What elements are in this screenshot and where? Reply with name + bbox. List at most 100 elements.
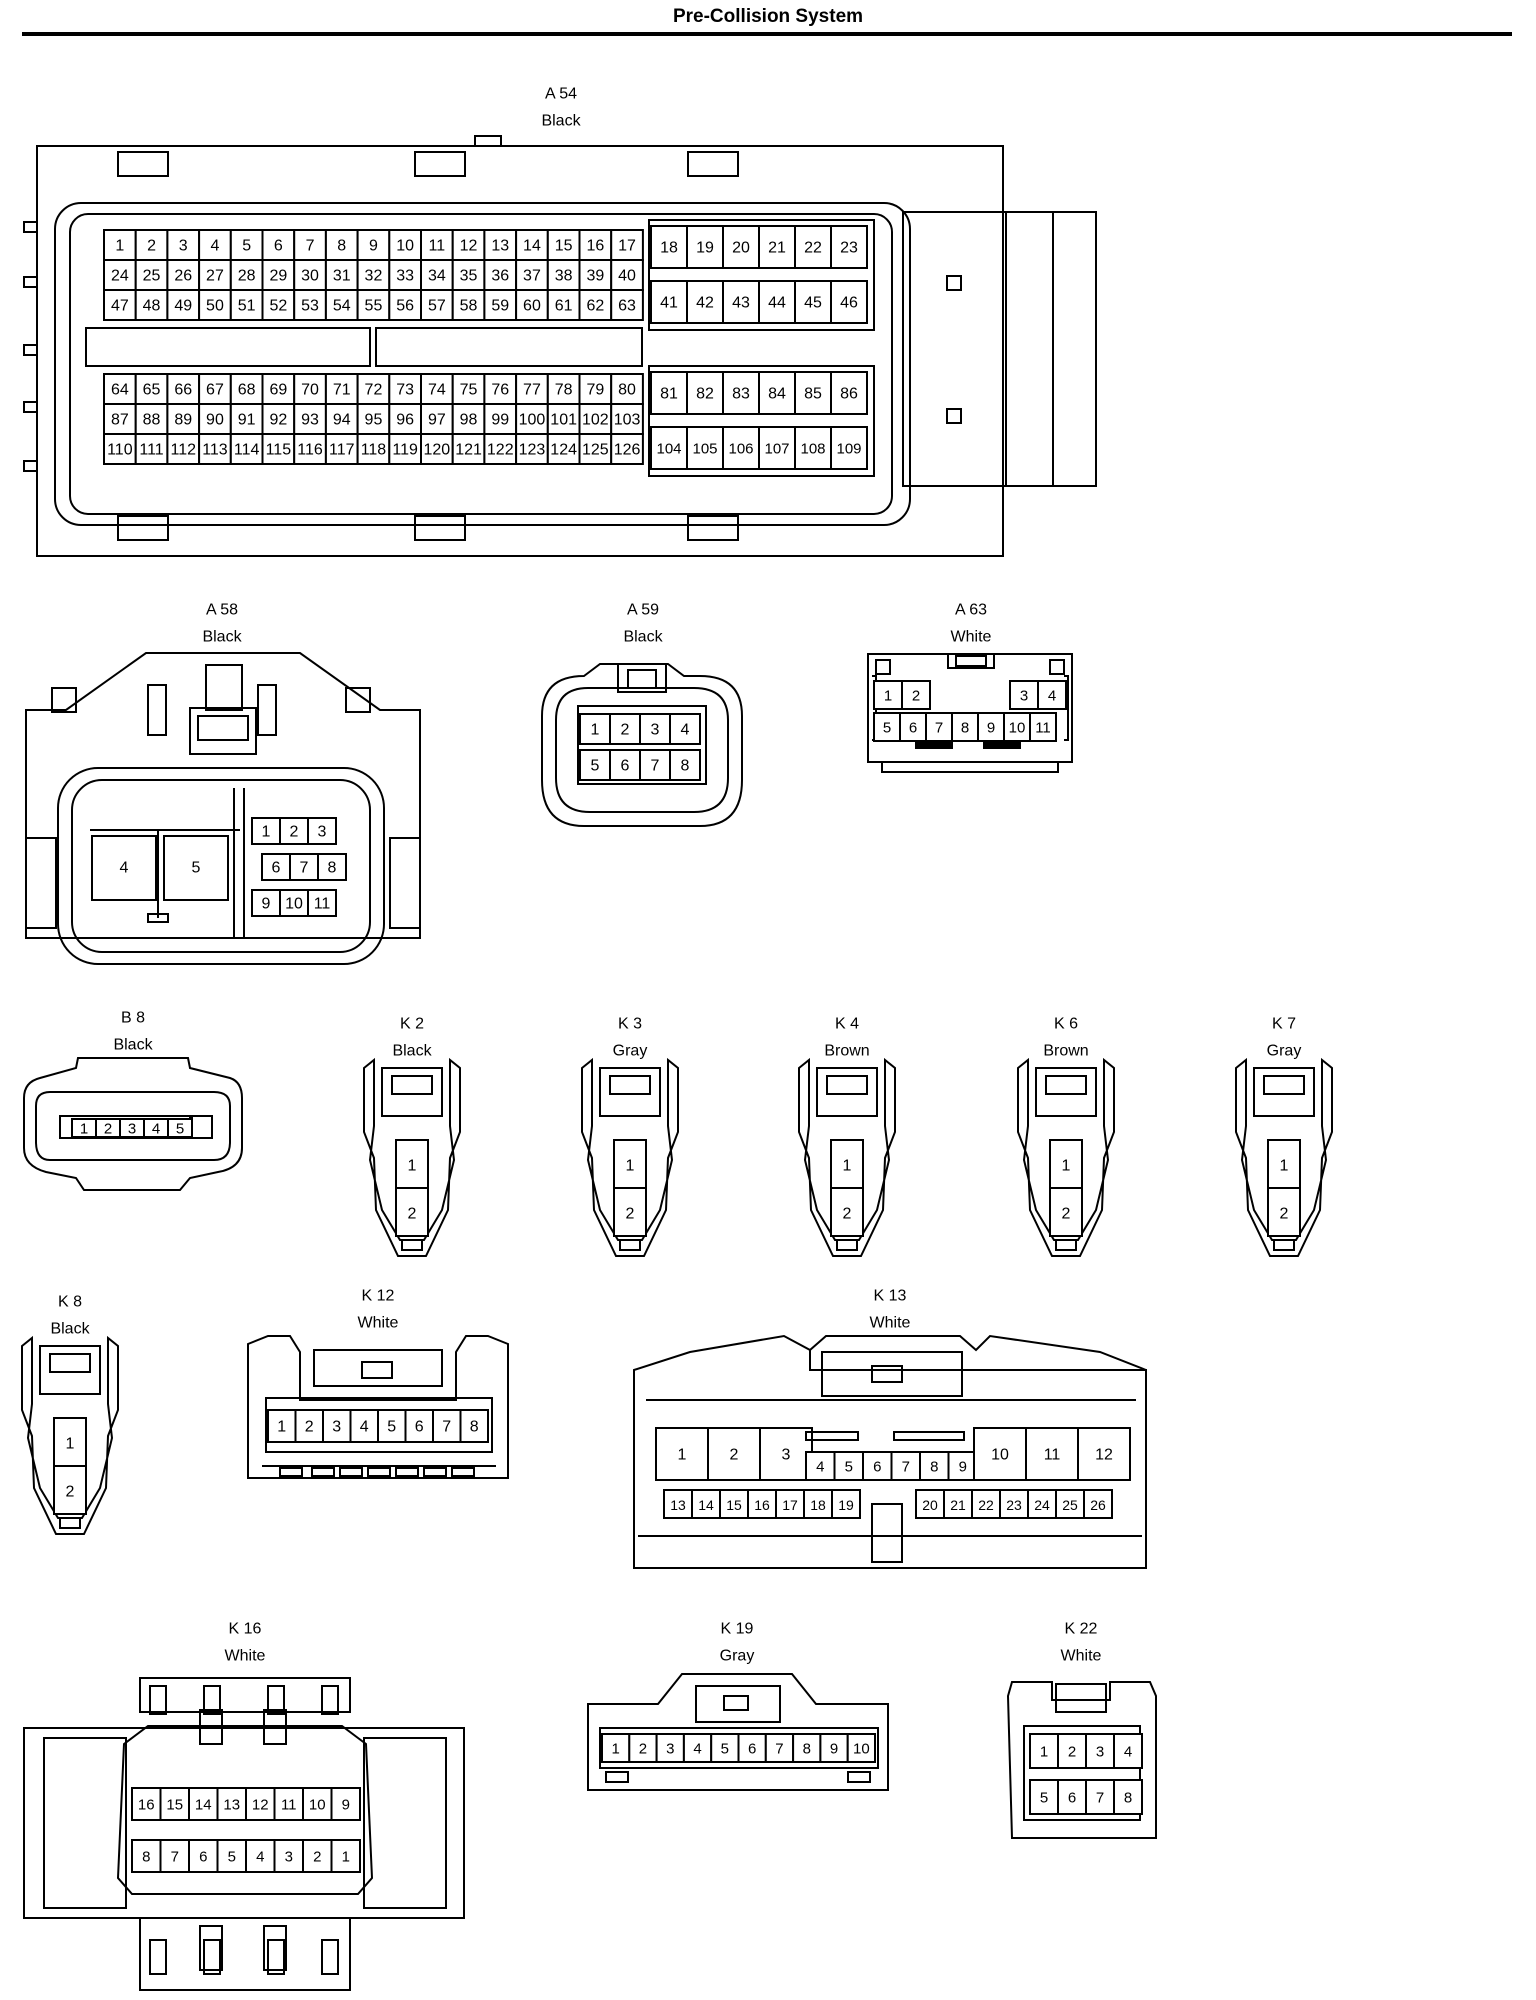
- pin-number: 104: [656, 441, 681, 458]
- housing-outline: [648, 219, 875, 331]
- housing-outline: [599, 1067, 661, 1117]
- housing-outline: [203, 1685, 221, 1715]
- pin-cell: 3: [1009, 680, 1039, 710]
- pin-cell: 95: [356, 403, 391, 435]
- pin-number: 98: [460, 412, 478, 429]
- pin-cell: 15: [719, 1489, 749, 1519]
- pin-number: 45: [804, 295, 822, 312]
- pin-cavity: [229, 403, 264, 435]
- pin-number: 3: [1096, 1744, 1104, 1761]
- housing-outline: [816, 1067, 878, 1117]
- pin-cavity: [159, 1839, 190, 1873]
- connector-id-label: B 8: [121, 1010, 145, 1027]
- pin-cavity: [515, 373, 549, 405]
- housing-outline: [43, 1737, 127, 1909]
- housing-outline: [189, 1115, 213, 1139]
- pin-cell: 121: [451, 433, 486, 465]
- pin-number: 2: [1068, 1744, 1076, 1761]
- pin-cell: 59: [483, 289, 518, 321]
- housing-outline: [687, 515, 739, 541]
- housing-outline: [85, 327, 371, 367]
- pin-number: 112: [170, 442, 196, 459]
- pin-number: 15: [555, 238, 573, 255]
- housing-outline: [163, 835, 229, 901]
- pin-cavity: [655, 1427, 709, 1481]
- housing-outline: [1273, 1239, 1295, 1251]
- pin-cavity: [977, 712, 1005, 742]
- pin-cell: 4: [1037, 680, 1067, 710]
- pin-cavity: [483, 373, 518, 405]
- connector-color-label: White: [951, 629, 992, 646]
- pin-number: 70: [301, 382, 319, 399]
- pin-cell: 7: [764, 1733, 795, 1763]
- housing-outline: [23, 1057, 243, 1191]
- pin-number: 5: [845, 1459, 853, 1476]
- pin-number: 110: [107, 442, 133, 459]
- housing-outline: [21, 1335, 119, 1535]
- pin-cell: 90: [198, 403, 232, 435]
- pin-cell: 112: [166, 433, 201, 465]
- pin-cell: 89: [166, 403, 201, 435]
- pin-number: 82: [696, 386, 714, 403]
- pin-cell: 42: [686, 280, 724, 324]
- pin-cell: 11: [420, 229, 454, 261]
- pin-number: 58: [460, 298, 478, 315]
- housing-outline: [587, 1673, 889, 1791]
- pin-number: 76: [491, 382, 509, 399]
- pin-number: 17: [618, 238, 636, 255]
- pin-number: 9: [987, 720, 995, 737]
- pin-cavity: [432, 1409, 462, 1443]
- pin-cell: 28: [229, 259, 264, 291]
- pin-number: 11: [314, 896, 331, 913]
- housing-outline: [648, 365, 875, 477]
- pin-cell: 16: [747, 1489, 777, 1519]
- pin-number: 122: [487, 442, 514, 459]
- connector-id-label: K 16: [229, 1621, 262, 1638]
- pin-number: 8: [1124, 1790, 1132, 1807]
- pin-number: 64: [111, 382, 129, 399]
- housing-outline: [345, 687, 371, 713]
- pin-number: 10: [853, 1741, 870, 1758]
- pin-cavity: [307, 889, 337, 917]
- pin-cavity: [324, 433, 359, 465]
- pin-number: 52: [269, 298, 287, 315]
- pin-number: 1: [342, 1849, 350, 1866]
- pin-cell: 7: [1085, 1779, 1115, 1815]
- housing-outline: [1023, 1725, 1141, 1821]
- housing-outline: [401, 1239, 423, 1251]
- pin-number: 57: [428, 298, 446, 315]
- pin-cell: 84: [758, 371, 796, 415]
- pin-number: 4: [1124, 1744, 1132, 1761]
- pin-cell: 1: [330, 1839, 361, 1873]
- housing-outline: [847, 1771, 871, 1783]
- pin-number: 2: [66, 1484, 75, 1501]
- pin-number: 102: [582, 412, 609, 429]
- pin-number: 26: [1090, 1497, 1106, 1513]
- pin-number: 99: [491, 412, 509, 429]
- pin-number: 13: [223, 1797, 240, 1814]
- housing-outline: [391, 1075, 433, 1095]
- pin-number: 18: [810, 1497, 826, 1513]
- pin-number: 118: [361, 442, 387, 459]
- pin-cavity: [330, 1839, 361, 1873]
- pin-cell: 1: [873, 680, 903, 710]
- pin-cell: 91: [229, 403, 264, 435]
- pin-number: 7: [651, 758, 660, 775]
- pin-number: 4: [1048, 688, 1056, 705]
- pin-number: 77: [523, 382, 541, 399]
- pin-number: 92: [269, 412, 287, 429]
- pin-cell: 16: [131, 1787, 162, 1821]
- pin-cell: 110: [103, 433, 137, 465]
- pin-cell: 22: [794, 225, 832, 269]
- pin-number: 26: [174, 268, 192, 285]
- pin-number: 62: [586, 298, 604, 315]
- pin-cell: 58: [451, 289, 486, 321]
- pin-number: 9: [342, 1797, 350, 1814]
- connector-color-label: Black: [623, 629, 663, 646]
- pin-cavity: [261, 403, 296, 435]
